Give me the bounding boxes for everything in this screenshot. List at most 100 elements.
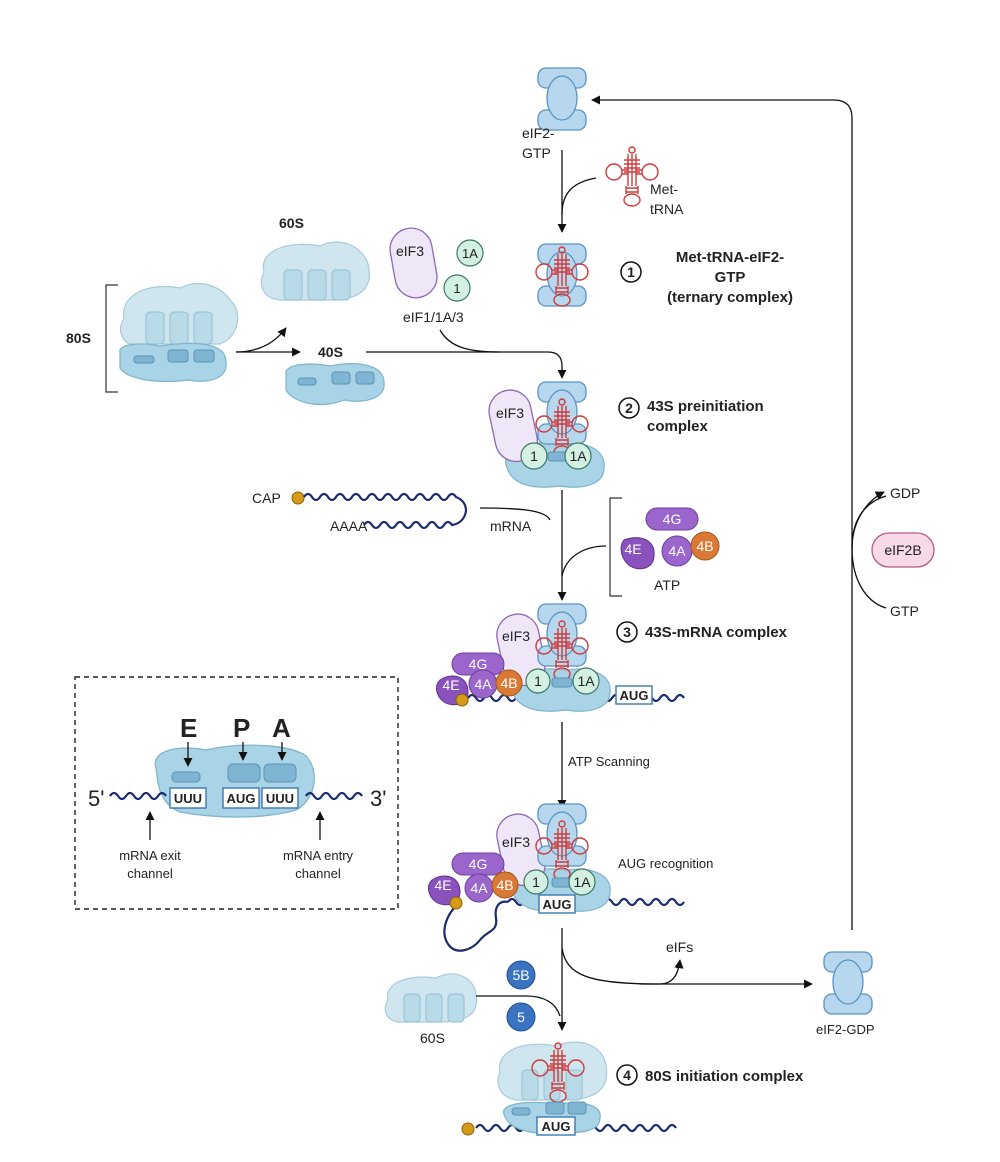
mrna-strand bbox=[303, 492, 468, 530]
step-3-num: 3 bbox=[623, 624, 631, 640]
step-3-title: 43S-mRNA complex bbox=[645, 624, 788, 641]
step-3-eif1a bbox=[572, 667, 600, 695]
step-3-eif4b bbox=[495, 669, 523, 697]
step-3-eif1 bbox=[525, 668, 551, 694]
arrow-mrna-join bbox=[479, 507, 551, 521]
eif2-gdp bbox=[823, 951, 873, 1015]
eif3-factor bbox=[389, 227, 438, 299]
eif4b-factor bbox=[690, 531, 720, 561]
step-2-eif1 bbox=[520, 442, 548, 470]
step-4-num: 4 bbox=[623, 1067, 631, 1083]
met-trna-label-1: Met- bbox=[650, 181, 678, 197]
step-2-num: 2 bbox=[625, 400, 633, 416]
eif4e-factor bbox=[620, 537, 655, 570]
site-a-label: A bbox=[272, 713, 291, 743]
step-2-eif1-label: 1 bbox=[530, 448, 538, 464]
step-4-badge bbox=[616, 1064, 638, 1086]
label-80s: 80S bbox=[66, 330, 91, 346]
arrow-eif-join bbox=[439, 329, 501, 353]
gdp-label: GDP bbox=[890, 485, 920, 501]
eif5b-label: 5B bbox=[512, 967, 529, 983]
eif4g-label: 4G bbox=[663, 511, 682, 527]
step-1-title-1: Met-tRNA-eIF2- bbox=[676, 249, 784, 266]
label-40s: 40S bbox=[318, 344, 343, 360]
eif3-label: eIF3 bbox=[396, 243, 424, 259]
arrow-to-gdp bbox=[851, 491, 885, 549]
step-3-eif3-label: eIF3 bbox=[502, 628, 530, 644]
step-2-eif1a-label: 1A bbox=[569, 448, 587, 464]
arrow-80s-to-60s bbox=[235, 327, 287, 353]
five-prime-label: 5' bbox=[88, 786, 104, 811]
label-60s: 60S bbox=[279, 215, 304, 231]
label-60s-bottom: 60S bbox=[420, 1030, 445, 1046]
aug-recognition-label: AUG recognition bbox=[618, 856, 713, 871]
site-e-label: E bbox=[180, 713, 197, 743]
eif2-gtp-label-1: eIF2- bbox=[522, 125, 555, 141]
step-2-eif3-label: eIF3 bbox=[496, 405, 524, 421]
eif4a-label: 4A bbox=[668, 543, 686, 559]
step-2-title-1: 43S preinitiation bbox=[647, 398, 764, 415]
met-trna-icon bbox=[605, 146, 659, 207]
arrow-eifs-release bbox=[561, 947, 684, 985]
aug-rec-aug-label: AUG bbox=[543, 897, 572, 912]
ribosome-60s-bottom bbox=[384, 973, 478, 1023]
exit-channel-label-1: mRNA exit bbox=[119, 848, 181, 863]
step-1-badge bbox=[620, 261, 642, 283]
eif2b-label: eIF2B bbox=[884, 542, 921, 558]
eif4g-factor bbox=[645, 507, 699, 531]
eif5-label: 5 bbox=[517, 1009, 525, 1025]
arrow-60s-join bbox=[476, 995, 561, 1017]
atp-scanning-label: ATP Scanning bbox=[568, 754, 650, 769]
step-3-eif1a-label: 1A bbox=[577, 673, 595, 689]
complex-80s-initiation bbox=[475, 1041, 677, 1134]
eif2-gdp-label: eIF2-GDP bbox=[816, 1022, 875, 1037]
aug-rec-eif4b-label: 4B bbox=[496, 877, 513, 893]
aug-rec-eif1a bbox=[568, 868, 596, 896]
eifs-label: eIFs bbox=[666, 939, 693, 955]
arrow-eif4-join bbox=[561, 545, 607, 577]
site-p-label: P bbox=[233, 713, 250, 743]
ternary-complex bbox=[535, 243, 589, 307]
aug-rec-eif4b bbox=[491, 871, 519, 899]
aug-rec-eif1a-label: 1A bbox=[573, 874, 591, 890]
aug-rec-eif3-label: eIF3 bbox=[502, 834, 530, 850]
step-2-badge bbox=[618, 397, 640, 419]
eif4b-label: 4B bbox=[696, 538, 713, 554]
three-prime-label: 3' bbox=[370, 786, 386, 811]
bracket-eif4 bbox=[609, 497, 622, 597]
atp-label: ATP bbox=[654, 577, 680, 593]
step-3-eif4b-label: 4B bbox=[500, 675, 517, 691]
eif1a-factor bbox=[456, 239, 484, 267]
ribosome-40s bbox=[285, 363, 385, 406]
aug-rec-cap bbox=[449, 896, 463, 910]
step-3-aug-label: AUG bbox=[620, 688, 649, 703]
step-1-num: 1 bbox=[627, 264, 635, 280]
eif4e-label: 4E bbox=[624, 541, 641, 557]
step-3-eif1-label: 1 bbox=[534, 673, 542, 689]
exit-channel-label-2: channel bbox=[127, 866, 173, 881]
step-3-cap bbox=[455, 693, 469, 707]
step-3-eif4e-label: 4E bbox=[442, 677, 459, 693]
step-3-eif4a-label: 4A bbox=[474, 676, 492, 692]
step-3-badge bbox=[616, 621, 638, 643]
ribosome-60s bbox=[260, 241, 370, 301]
eif1-group-label: eIF1/1A/3 bbox=[403, 309, 464, 325]
aug-rec-eif4a-label: 4A bbox=[470, 880, 488, 896]
codon-uuu-2: UUU bbox=[266, 791, 294, 806]
codon-aug: AUG bbox=[227, 791, 256, 806]
aug-rec-eif1 bbox=[523, 869, 549, 895]
aug-rec-eif4g-label: 4G bbox=[469, 856, 488, 872]
arrow-recycle-eif2 bbox=[591, 95, 853, 930]
aaaa-label: AAAA bbox=[330, 518, 368, 534]
cap-icon bbox=[291, 491, 305, 505]
step-4-aug-label: AUG bbox=[542, 1119, 571, 1134]
arrow-40s-to-43s bbox=[366, 351, 567, 379]
eif5-factor bbox=[506, 1002, 536, 1032]
aug-rec-aug-box bbox=[538, 894, 576, 914]
ribosome-80s bbox=[119, 283, 239, 383]
bracket-80s bbox=[105, 284, 118, 393]
eif5b-factor bbox=[506, 960, 536, 990]
step-3-eif4g-label: 4G bbox=[469, 656, 488, 672]
eif1a-label: 1A bbox=[462, 246, 478, 261]
